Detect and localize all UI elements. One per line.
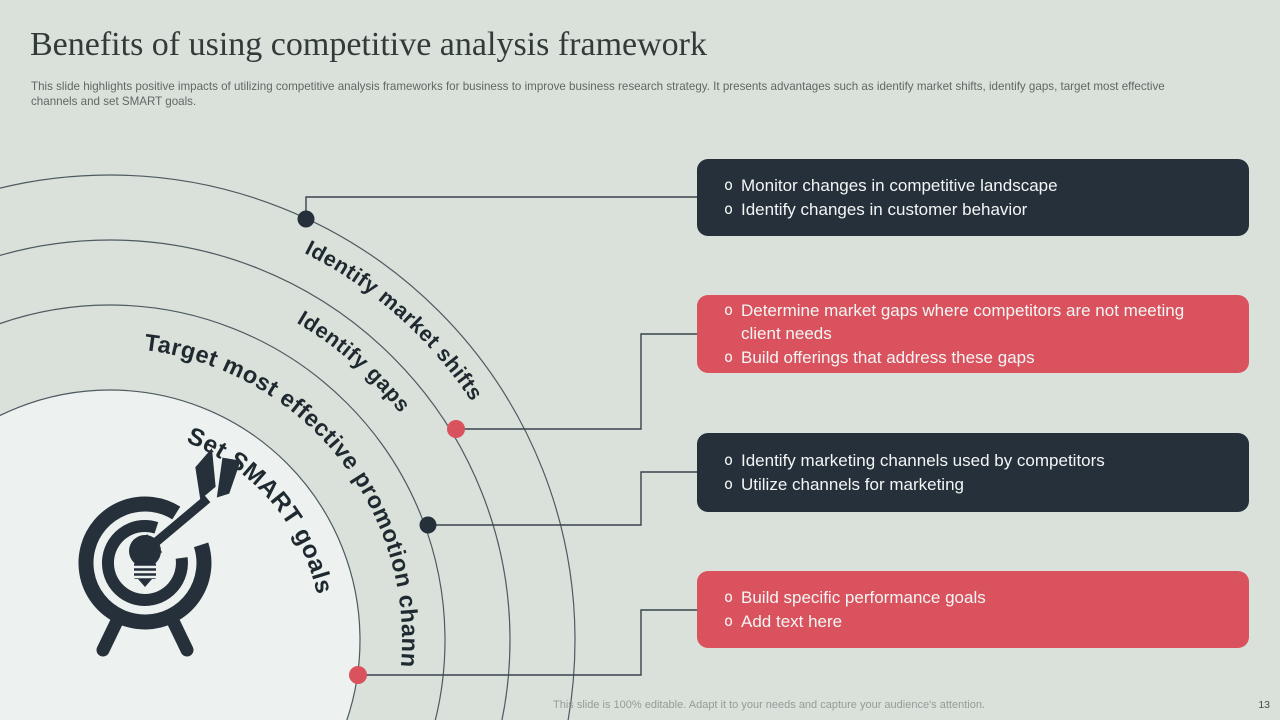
list-item: o Add text here [697,610,1249,634]
list-item: o Utilize channels for marketing [697,473,1249,497]
ring-arc-market-shifts [0,174,576,720]
bullet-marker: o [724,588,734,606]
list-item: o Determine market gaps where competitor… [697,299,1249,346]
connector-line-1 [305,196,697,219]
connector-dot-dark-3 [419,516,437,534]
connector-line-3 [428,471,697,526]
connector-dot-red-4 [349,666,367,684]
ring-arc-promotion-channel [0,304,446,720]
callout-text: Monitor changes in competitive landscape [741,176,1058,195]
bulb-thread-lines-icon [131,565,159,579]
dart-fin-lower-icon [216,457,241,498]
inner-white-circle [0,389,361,720]
callout-text: Add text here [741,611,843,631]
list-item: o Build offerings that address these gap… [697,346,1249,370]
list-item: o Identify changes in customer behavior [697,198,1249,222]
page-description-line1: This slide highlights positive impacts o… [31,80,1165,93]
page-description: This slide highlights positive impacts o… [31,80,1211,109]
bulb-tip-icon [138,579,152,587]
callout-box-market-shifts: o Monitor changes in competitive landsca… [697,159,1249,236]
page-description-line2: channels and set SMART goals. [31,94,197,108]
bullet-marker: o [724,474,734,493]
callout-text: Determine market gaps where competitors … [741,300,1185,344]
dart-arrow-icon [137,448,241,558]
callout-box-smart-goals: o Build specific performance goals o Add… [697,571,1249,648]
ring-arc-identify-gaps [0,239,511,720]
footer-note: This slide is 100% editable. Adapt it to… [553,699,985,711]
page-number: 13 [1258,699,1270,711]
page-title: Benefits of using competitive analysis f… [30,26,707,63]
callout-text: Identify changes in customer behavior [741,199,1028,219]
target-leg-right-icon [166,614,194,657]
bullet-marker: o [724,347,734,366]
bullet-marker: o [724,176,734,194]
callout-text: Build offerings that address these gaps [741,347,1035,367]
target-goal-icon [78,448,241,657]
list-item: o Build specific performance goals [697,586,1249,610]
target-leg-left-icon [96,614,124,657]
dart-shaft-icon [149,495,211,549]
callout-text: Identify marketing channels used by comp… [741,451,1105,470]
connector-dot-red-2 [447,420,465,438]
bullet-marker: o [724,300,734,319]
target-inner-ring-icon [101,520,188,606]
bullet-marker: o [724,199,734,218]
dart-fin-upper-icon [195,448,216,500]
connector-line-2 [456,333,697,430]
bullet-marker: o [724,451,734,469]
callout-box-identify-gaps: o Determine market gaps where competitor… [697,295,1249,373]
target-outer-ring-icon [78,496,212,630]
connector-line-4 [358,609,697,676]
connector-dot-dark-1 [297,210,315,228]
bullet-marker: o [724,611,734,630]
list-item: o Identify marketing channels used by co… [697,449,1249,473]
callout-text: Build specific performance goals [741,588,986,607]
callout-box-marketing-channels: o Identify marketing channels used by co… [697,433,1249,512]
list-item: o Monitor changes in competitive landsca… [697,174,1249,198]
dart-head-icon [137,534,163,558]
callout-text: Utilize channels for marketing [741,474,964,494]
